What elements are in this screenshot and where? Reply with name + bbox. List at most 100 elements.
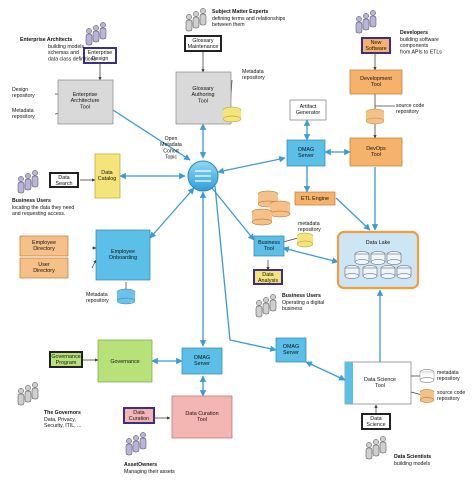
text-line: Tool [371, 82, 381, 88]
people-icon [185, 8, 207, 32]
text-line: Data [262, 272, 273, 278]
svg-text:Data Lake: Data Lake [366, 240, 391, 246]
edge-hub-onboarding [149, 187, 195, 239]
people-icons [17, 8, 387, 460]
text-line: Topic [165, 155, 178, 161]
text-line: Metadata [242, 69, 264, 75]
text-line: source code [396, 103, 424, 109]
text-line: Governance [110, 359, 139, 365]
text-line: Enterprise [73, 92, 98, 98]
text-line: Tool [197, 417, 207, 423]
edge-business-lake [282, 246, 339, 264]
text-line: source code [437, 390, 465, 396]
repo-glossary [222, 106, 242, 123]
text-line: Program [56, 360, 77, 366]
actor-desc-line: between them [212, 22, 245, 28]
repo-science-source [419, 389, 435, 403]
text-line: Cohort [163, 148, 179, 154]
text-line: Design [12, 87, 28, 93]
text-line: repository [12, 93, 35, 99]
text-line: New [371, 40, 382, 46]
text-line: Open [165, 136, 178, 142]
text-line: Server [194, 361, 210, 367]
text-line: repository [437, 376, 460, 382]
text-line: Metadata [160, 142, 182, 148]
text-line: repository [437, 396, 460, 402]
text-line: Data Lake [366, 240, 391, 246]
text-line: Data [370, 416, 381, 422]
actor-title: Data Scientists [394, 454, 431, 460]
actor-desc-line: business [282, 306, 303, 312]
text-line: Data [58, 175, 69, 181]
actor-desc-line: schemas and [48, 50, 79, 56]
actor-title: Enterprise Architects [20, 37, 72, 43]
actor-desc-line: building models, [48, 44, 86, 50]
people-icon [355, 10, 377, 34]
lake-databases [344, 251, 412, 279]
etl-engine[interactable]: ETL Engine [294, 191, 336, 206]
people-icon [17, 382, 39, 406]
actor-title: The Governors [44, 410, 81, 416]
actor-desc-line: from APIs to ETLs [400, 49, 442, 55]
text-line: Architecture [71, 98, 100, 104]
data-lake[interactable]: Data Lake [336, 230, 420, 290]
text-line: Search [55, 181, 72, 187]
edge-hub-omag-top [217, 156, 286, 174]
actor-desc-line: defining terms and relationships [212, 16, 286, 22]
repo-etl-stack [251, 190, 291, 226]
edge-ea-hub [112, 109, 191, 161]
text-line: Development [360, 76, 392, 82]
text-line: Tool [264, 246, 274, 252]
svg-text:ETL Engine: ETL Engine [301, 196, 329, 202]
text-line: OMAG [194, 355, 210, 361]
text-line: metadata [298, 221, 320, 227]
repo-source-code [365, 108, 385, 125]
text-line: Science [366, 422, 385, 428]
governance-tool[interactable]: Governance [97, 339, 153, 383]
